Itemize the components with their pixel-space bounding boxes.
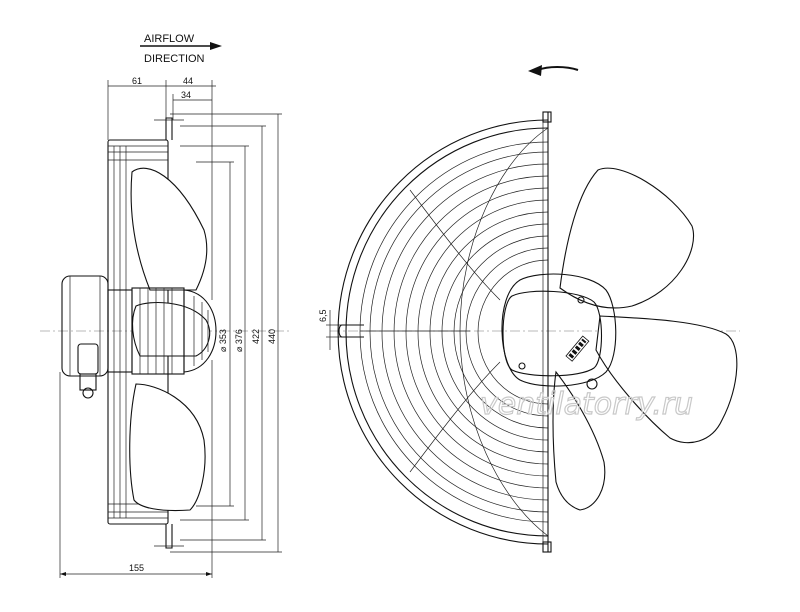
watermark-text: ventilatorry.ru [480,387,693,422]
front-view: 6,5 [318,65,740,553]
dim-440: 440 [267,329,277,344]
dim-155: 155 [129,563,144,573]
bottom-dimension: 155 [59,360,213,578]
blades-side [129,167,211,512]
blades-front [552,167,738,511]
motor-front [501,273,617,390]
dim-61: 61 [132,76,142,86]
guard-rings [337,111,552,553]
dim-376: ⌀ 376 [234,329,244,352]
dim-422: 422 [251,329,261,344]
top-dimensions: 61 44 34 [107,76,216,300]
motor-side [61,275,217,399]
brand-logo-icon [565,335,590,362]
dim-353: ⌀ 353 [218,329,228,352]
mount-tab-left [338,324,364,338]
vertical-dimensions: ⌀ 353 ⌀ 376 422 440 [170,113,282,553]
side-view: 61 44 34 155 ⌀ 353 [40,76,290,578]
dim-44: 44 [183,76,193,86]
direction-text: DIRECTION [144,53,205,65]
airflow-direction-label: AIRFLOW DIRECTION [140,33,222,65]
airflow-arrowhead-icon [210,42,222,50]
dim-34: 34 [181,90,191,100]
airflow-text: AIRFLOW [144,33,195,45]
dim-6-5: 6,5 [318,309,328,322]
rotation-arrow-icon [528,65,579,76]
dim-6-5-group: 6,5 [318,309,342,350]
